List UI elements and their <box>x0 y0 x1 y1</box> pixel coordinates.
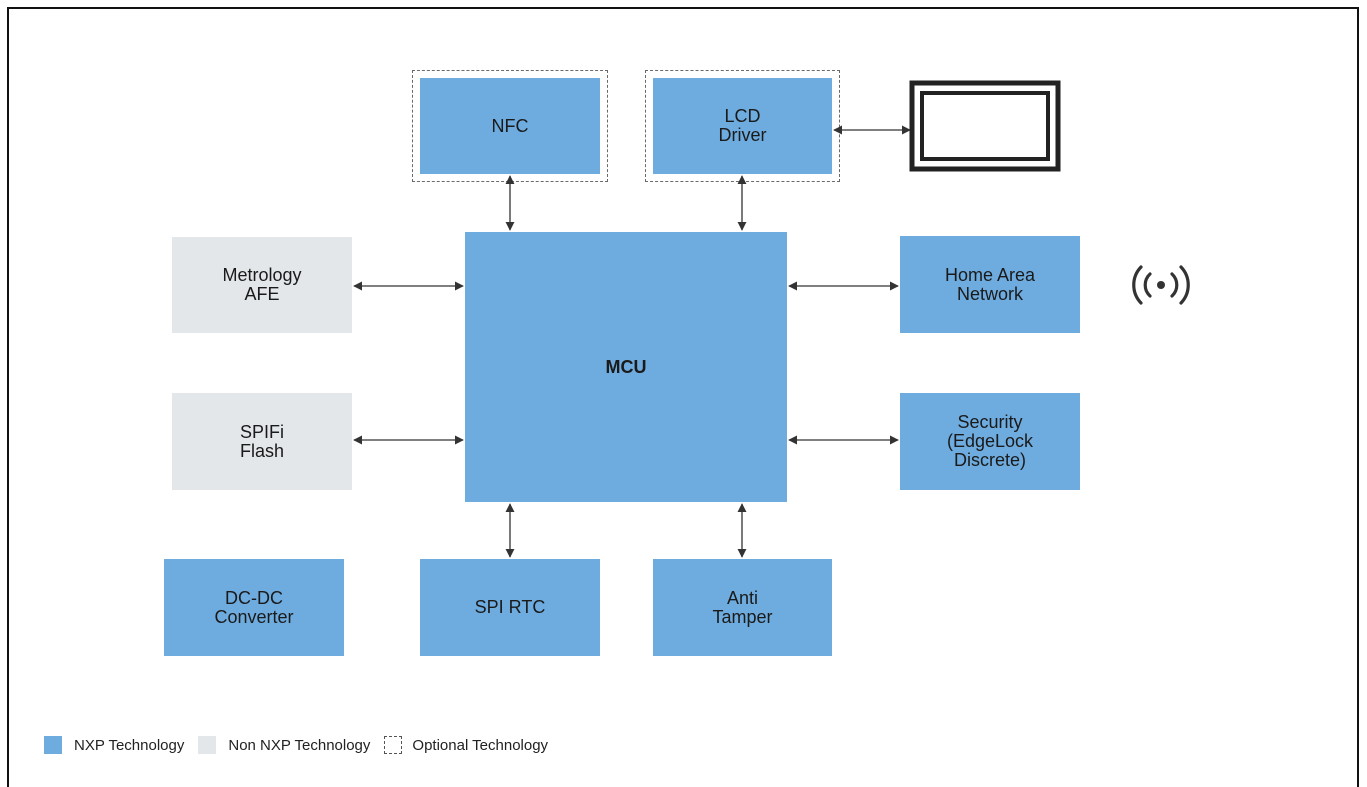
legend-optional: Optional Technology <box>384 736 548 754</box>
display-icon <box>909 80 1061 172</box>
dc-dc-converter-label: DC-DC Converter <box>214 587 294 627</box>
security-label: Security (EdgeLock Discrete) <box>946 412 1034 470</box>
dc-dc-converter-block: DC-DC Converter <box>164 559 344 656</box>
legend-non-nxp-swatch <box>198 736 217 754</box>
legend: NXP Technology Non NXP Technology Option… <box>44 736 562 754</box>
spifi-flash-label: SPIFi Flash <box>239 421 284 461</box>
legend-non-nxp-label: Non NXP Technology <box>228 736 371 754</box>
spi-rtc-block: SPI RTC <box>420 559 600 656</box>
nfc-label: NFC <box>491 115 529 136</box>
nfc-block: NFC <box>420 78 600 174</box>
metrology-afe-label: Metrology AFE <box>222 265 302 304</box>
diagram-frame <box>7 7 1359 787</box>
legend-nxp-label: NXP Technology <box>74 736 185 754</box>
mcu-block: MCU <box>465 232 787 502</box>
legend-nxp: NXP Technology <box>44 736 184 754</box>
wireless-icon <box>1132 265 1190 305</box>
legend-optional-swatch <box>384 736 403 754</box>
home-area-network-block: Home Area Network <box>900 236 1080 333</box>
security-block: Security (EdgeLock Discrete) <box>900 393 1080 490</box>
spifi-flash-block: SPIFi Flash <box>172 393 352 490</box>
home-area-network-label: Home Area Network <box>944 264 1036 304</box>
legend-optional-label: Optional Technology <box>412 736 549 754</box>
legend-non-nxp: Non NXP Technology <box>198 736 370 754</box>
mcu-label: MCU <box>605 356 647 377</box>
metrology-afe-block: Metrology AFE <box>172 237 352 333</box>
lcd-driver-label: LCD Driver <box>718 106 767 145</box>
lcd-driver-block: LCD Driver <box>653 78 832 174</box>
spi-rtc-label: SPI RTC <box>474 597 546 617</box>
anti-tamper-label: Anti Tamper <box>712 587 773 627</box>
anti-tamper-block: Anti Tamper <box>653 559 832 656</box>
legend-nxp-swatch <box>44 736 62 754</box>
